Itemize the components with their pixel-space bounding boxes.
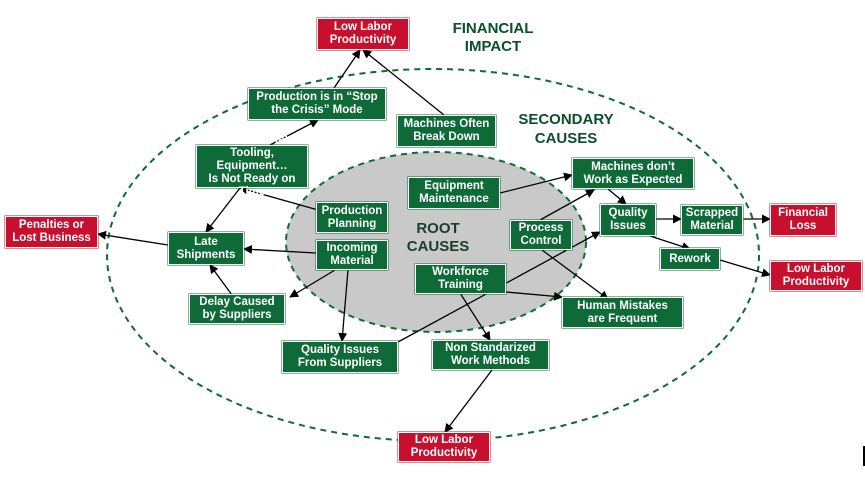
arrow-incoming-to-delay <box>289 269 336 298</box>
arrow-incoming-to-qsuppliers <box>338 269 349 342</box>
arrow-processcontrol-to-machines <box>539 189 595 221</box>
node-workforce-training: Workforce Training <box>415 264 506 294</box>
node-incoming-material: Incoming Material <box>316 240 388 270</box>
arrow-somematerials-to-late <box>205 187 241 233</box>
arrow-rework-to-lowlabor <box>719 259 771 278</box>
node-quality-issues-from-suppliers: Quality Issues From Suppliers <box>282 341 398 373</box>
node-penalties-lost-business: Penalties or Lost Business <box>5 216 98 248</box>
arrow-nonstandard-to-lowlabor <box>444 369 493 433</box>
node-financial-loss: Financial Loss <box>770 204 836 236</box>
node-production-planning: Production Planning <box>316 202 388 233</box>
node-machines-dont-work: Machines don’t Work as Expected <box>572 158 694 189</box>
arrow-planning-to-somematerials <box>239 185 319 211</box>
arrow-late-to-penalties <box>97 230 169 246</box>
root-causes-ellipse <box>285 151 587 333</box>
node-process-control: Process Control <box>510 220 572 250</box>
secondary-causes-label: SECONDARY CAUSES <box>518 111 614 147</box>
edge-mark <box>863 446 865 466</box>
arrow-machines-to-quality <box>607 188 627 205</box>
node-quality-issues: Quality Issues <box>600 204 656 236</box>
node-machines-often-break-down: Machines Often Break Down <box>397 115 496 147</box>
arrow-machinesbreak-to-lowlabor <box>362 49 445 116</box>
arrow-quality-to-rework <box>649 235 691 251</box>
node-delay-caused-by-suppliers: Delay Caused by Suppliers <box>189 294 285 324</box>
node-late-shipments: Late Shipments <box>168 232 244 265</box>
node-scrapped-material: Scrapped Material <box>681 205 743 235</box>
node-equipment-maintenance: Equipment Maintenance <box>408 177 500 209</box>
arrow-incoming-to-late <box>243 244 317 254</box>
node-non-standarized-work-methods: Non Standarized Work Methods <box>432 340 549 370</box>
arrow-training-to-human <box>505 291 563 301</box>
arrow-training-to-nonstandard <box>459 292 491 341</box>
arrow-somematerials-to-stopcrisis <box>269 119 319 146</box>
arrow-stopcrisis-to-lowlabor <box>333 49 361 89</box>
node-rework: Rework <box>660 248 720 270</box>
node-stop-the-crisis-mode: Production is in “Stop the Crisis” Mode <box>248 88 386 120</box>
node-low-labor-productivity-right: Low Labor Productivity <box>770 261 862 291</box>
financial-impact-label: FINANCIAL IMPACT <box>452 20 534 55</box>
node-some-materials-not-ready: Some Materials Tooling, Equipment… Is No… <box>196 134 308 198</box>
node-human-mistakes-frequent: Human Mistakes are Frequent <box>562 297 683 328</box>
arrow-delay-to-late <box>209 264 233 296</box>
node-low-labor-productivity-top: Low Labor Productivity <box>317 18 409 50</box>
node-low-labor-productivity-bottom: Low Labor Productivity <box>398 432 490 462</box>
arrow-maintenance-to-machines <box>499 172 573 194</box>
root-causes-label: ROOT CAUSES <box>406 220 470 255</box>
